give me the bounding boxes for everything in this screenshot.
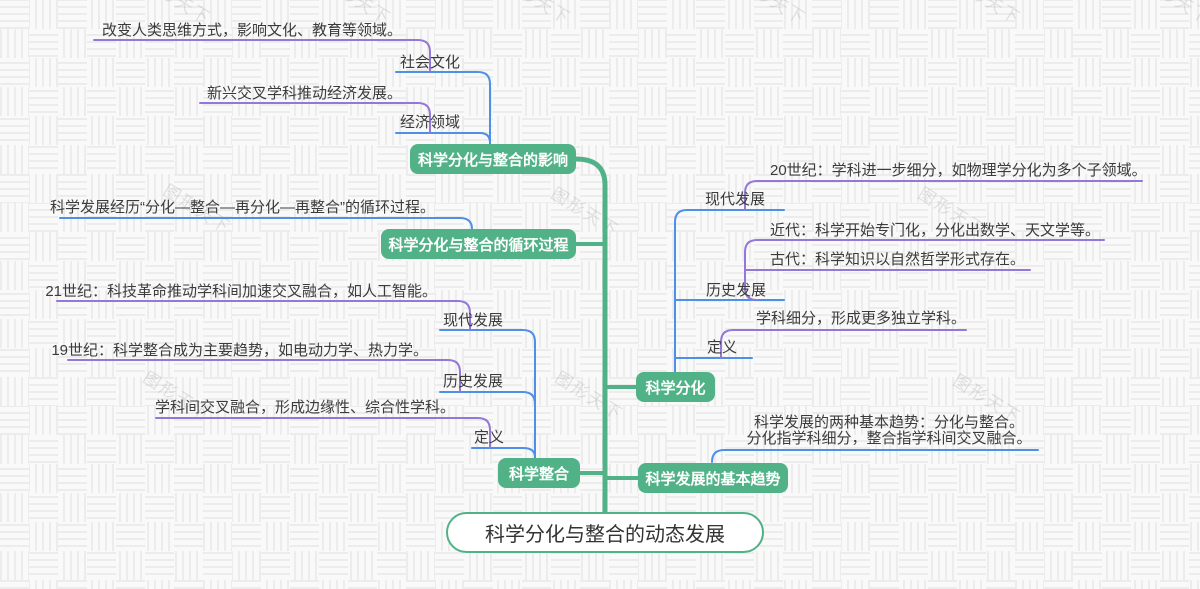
leaf-basic-trends-line2: 分化指学科细分，整合指学科间交叉融合。 (746, 430, 1032, 447)
branch-integration[interactable]: 科学整合 (498, 458, 580, 488)
leaf-cycle-process[interactable]: 科学发展经历“分化—整合—再分化—再整合”的循环过程。 (50, 199, 435, 216)
branch-impact[interactable]: 科学分化与整合的影响 (410, 144, 576, 174)
subtopic-economic-field[interactable]: 经济领域 (400, 114, 461, 131)
subtopic-definition-left[interactable]: 定义 (474, 429, 505, 446)
branch-differentiation[interactable]: 科学分化 (636, 372, 715, 402)
leaf-basic-trends[interactable]: 科学发展的两种基本趋势：分化与整合。 分化指学科细分，整合指学科间交叉融合。 (740, 415, 1038, 447)
leaf-subdivision[interactable]: 学科细分，形成更多独立学科。 (756, 310, 967, 327)
subtopic-social-culture[interactable]: 社会文化 (400, 54, 461, 71)
leaf-19th-century[interactable]: 19世纪：科学整合成为主要趋势，如电动力学、热力学。 (51, 342, 428, 359)
leaf-fusion[interactable]: 学科间交叉融合，形成边缘性、综合性学科。 (154, 399, 455, 416)
leaf-thinking[interactable]: 改变人类思维方式，影响文化、教育等领域。 (101, 22, 402, 39)
subtopic-modern-development-left[interactable]: 现代发展 (443, 312, 504, 329)
leaf-economy[interactable]: 新兴交叉学科推动经济发展。 (206, 85, 402, 102)
leaf-21st-century[interactable]: 21世纪：科技革命推动学科间加速交叉融合，如人工智能。 (45, 283, 437, 300)
subtopic-history-development-left[interactable]: 历史发展 (443, 373, 504, 390)
leaf-20th-century[interactable]: 20世纪：学科进一步细分，如物理学分化为多个子领域。 (770, 162, 1147, 179)
leaf-modern-era[interactable]: 近代：科学开始专门化，分化出数学、天文学等。 (770, 222, 1101, 239)
leaf-basic-trends-line1: 科学发展的两种基本趋势：分化与整合。 (753, 414, 1024, 431)
branch-basic-trends[interactable]: 科学发展的基本趋势 (638, 463, 788, 493)
branch-cycle[interactable]: 科学分化与整合的循环过程 (381, 229, 576, 259)
subtopic-modern-development-right[interactable]: 现代发展 (705, 191, 766, 208)
leaf-ancient-era[interactable]: 古代：科学知识以自然哲学形式存在。 (770, 251, 1026, 268)
root-topic[interactable]: 科学分化与整合的动态发展 (446, 512, 764, 553)
subtopic-definition-right[interactable]: 定义 (707, 339, 738, 356)
subtopic-history-development-right[interactable]: 历史发展 (706, 282, 767, 299)
